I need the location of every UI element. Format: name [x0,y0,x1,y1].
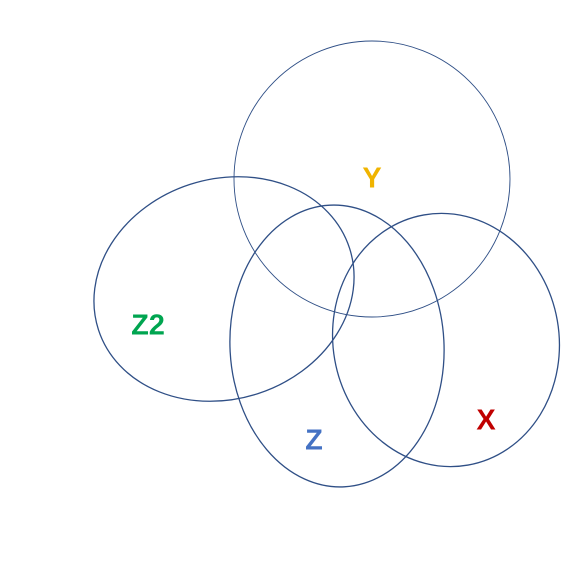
set-z2-ellipse [93,176,355,402]
set-z-label: Z [305,425,323,457]
set-z2-label: Z2 [131,310,165,342]
set-y-label: Y [362,163,381,195]
set-x-ellipse [331,212,561,468]
set-y-circle [233,40,511,318]
set-z-ellipse [229,204,445,488]
set-x-label: X [476,405,496,437]
